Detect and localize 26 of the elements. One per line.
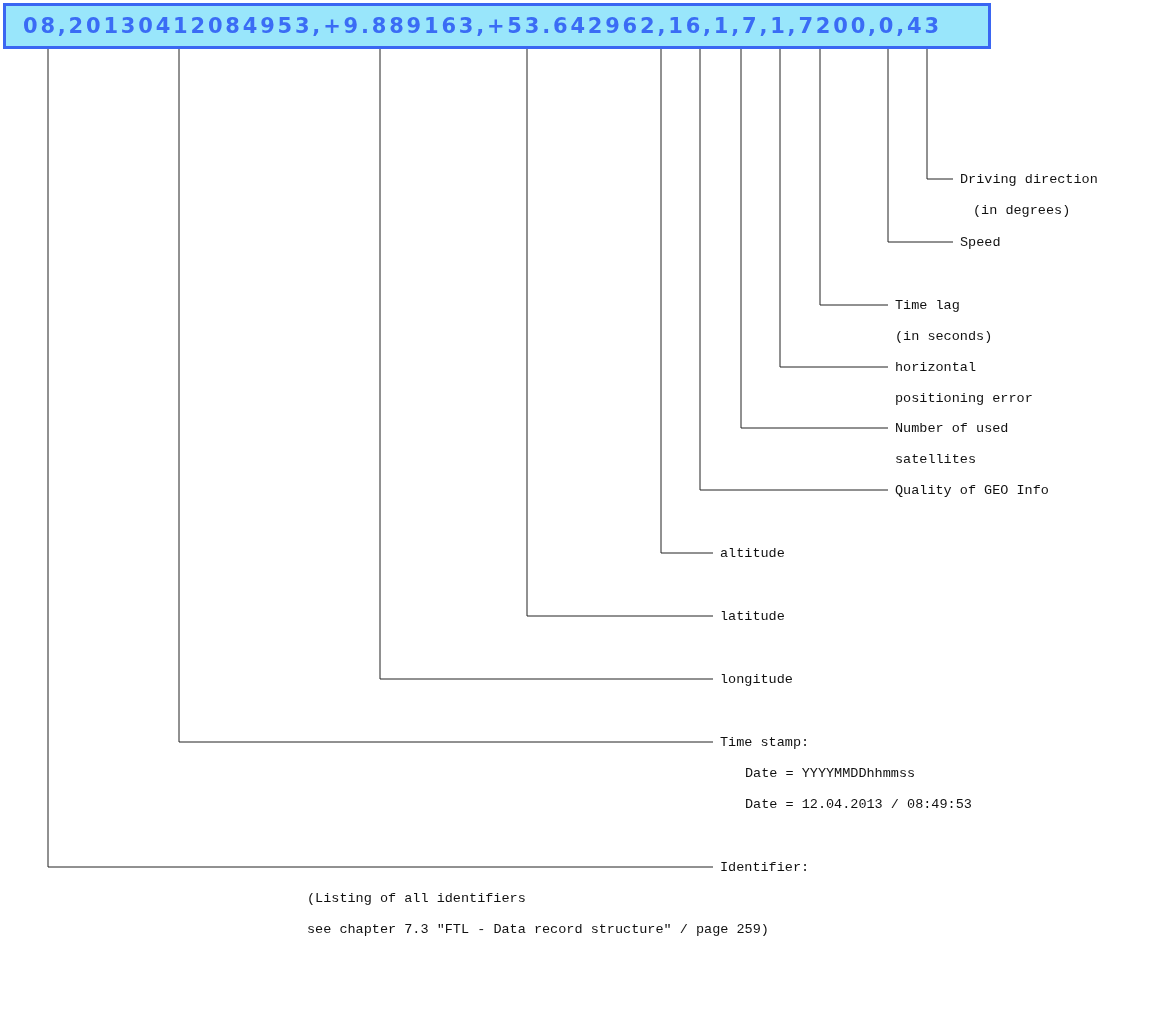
leader-line	[740, 48, 889, 429]
field-label: Number of used satellites	[895, 419, 1009, 469]
leader-line	[660, 48, 714, 554]
leader-line	[379, 48, 714, 680]
field-description: Date = 12.04.2013 / 08:49:53	[745, 795, 972, 814]
leader-line	[926, 48, 954, 180]
field-description: Date = YYYYMMDDhhmmss	[745, 764, 916, 783]
data-record-string: 08,20130412084953,+9.889163,+53.642962,16,1,7,1,7200,0,43	[23, 14, 942, 38]
leader-line	[699, 48, 889, 491]
leader-line	[887, 48, 954, 243]
leader-line	[178, 48, 714, 743]
field-label: Quality of GEO Info	[895, 481, 1049, 500]
field-label: longitude	[720, 670, 793, 689]
field-label: altitude	[720, 544, 785, 563]
field-label: Identifier:	[720, 858, 810, 877]
field-label: Time stamp:	[720, 733, 810, 752]
field-label: latitude	[720, 607, 785, 626]
field-label: Speed	[960, 233, 1001, 252]
field-label: Driving direction (in degrees)	[960, 170, 1098, 220]
leader-line	[47, 48, 714, 868]
leader-line	[526, 48, 714, 617]
leader-line	[779, 48, 889, 368]
leader-line	[819, 48, 889, 306]
data-record-box	[3, 3, 991, 49]
note-text: (Listing of all identifiers see chapter 7.3 "FTL - Data record structure" / page 259)	[307, 890, 769, 939]
field-label: Time lag (in seconds)	[895, 296, 993, 346]
